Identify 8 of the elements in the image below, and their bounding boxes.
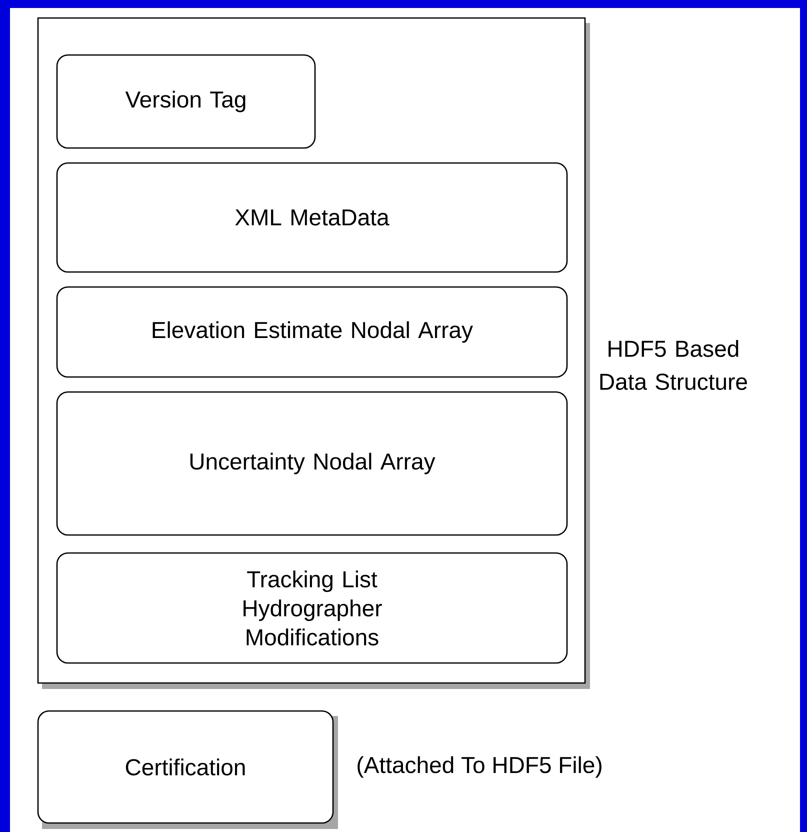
block-box: Version Tag	[56, 54, 316, 149]
block-box: Tracking List Hydrographer Modifications	[56, 552, 568, 664]
side-label: HDF5 Based Data Structure	[600, 340, 747, 390]
block-box: Elevation Estimate Nodal Array	[56, 286, 568, 378]
block-box: Uncertainty Nodal Array	[56, 391, 568, 536]
side-label: (Attached To HDF5 File)	[358, 756, 602, 778]
block-box: XML MetaData	[56, 162, 568, 273]
block-box: Certification	[37, 710, 338, 829]
